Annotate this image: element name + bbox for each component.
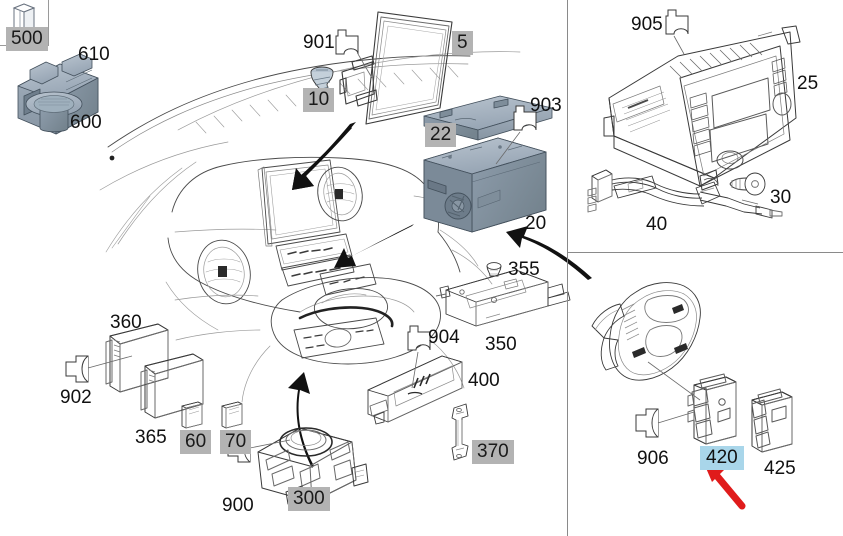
part-25-radio	[603, 25, 801, 191]
part-365-module	[140, 353, 204, 419]
part-400-media-interface	[367, 355, 463, 425]
label-60[interactable]: 60	[180, 430, 212, 454]
label-350[interactable]: 350	[485, 334, 517, 355]
label-370[interactable]: 370	[472, 440, 514, 464]
part-370-bracket	[451, 403, 469, 461]
callout-tag-905	[665, 9, 689, 55]
label-355[interactable]: 355	[508, 259, 540, 280]
label-425[interactable]: 425	[764, 458, 796, 479]
label-70[interactable]: 70	[220, 430, 252, 454]
label-20[interactable]: 20	[525, 213, 547, 234]
callout-tags-main	[65, 29, 537, 463]
label-906[interactable]: 906	[637, 448, 669, 469]
label-25[interactable]: 25	[797, 73, 819, 94]
label-600[interactable]: 600	[70, 112, 102, 133]
label-900[interactable]: 900	[222, 495, 254, 516]
panel-divider-vertical	[567, 0, 568, 536]
label-901[interactable]: 901	[303, 32, 335, 53]
label-22[interactable]: 22	[425, 123, 457, 147]
label-30[interactable]: 30	[770, 187, 792, 208]
label-904[interactable]: 904	[428, 327, 460, 348]
part-350-module	[435, 269, 571, 327]
part-60-card	[181, 401, 203, 429]
label-610[interactable]: 610	[78, 44, 110, 65]
console-trim-line-art	[591, 282, 701, 401]
panel-divider-horizontal	[567, 252, 843, 253]
label-365[interactable]: 365	[135, 427, 167, 448]
label-10[interactable]: 10	[303, 88, 335, 112]
part-5-display	[339, 11, 453, 125]
part-300-controller	[257, 427, 369, 505]
label-500[interactable]: 500	[6, 27, 48, 51]
label-902[interactable]: 902	[60, 387, 92, 408]
part-425-switch	[751, 388, 793, 453]
part-40-harness	[587, 169, 783, 219]
label-300[interactable]: 300	[288, 487, 330, 511]
part-600-speaker	[25, 91, 83, 133]
part-70-card	[221, 401, 243, 429]
assembly-arrows	[288, 122, 592, 468]
label-903[interactable]: 903	[530, 95, 562, 116]
label-420-highlighted[interactable]: 420	[700, 446, 744, 470]
label-5[interactable]: 5	[452, 31, 473, 55]
label-40[interactable]: 40	[646, 214, 668, 235]
callout-tag-906	[635, 408, 695, 438]
label-400[interactable]: 400	[468, 370, 500, 391]
part-20-head-unit	[423, 137, 547, 233]
part-355-screw	[486, 262, 502, 277]
part-30-screw	[729, 172, 766, 196]
part-360-module	[105, 323, 169, 393]
label-905[interactable]: 905	[631, 14, 663, 35]
part-420-switch	[687, 373, 737, 445]
label-360[interactable]: 360	[110, 312, 142, 333]
